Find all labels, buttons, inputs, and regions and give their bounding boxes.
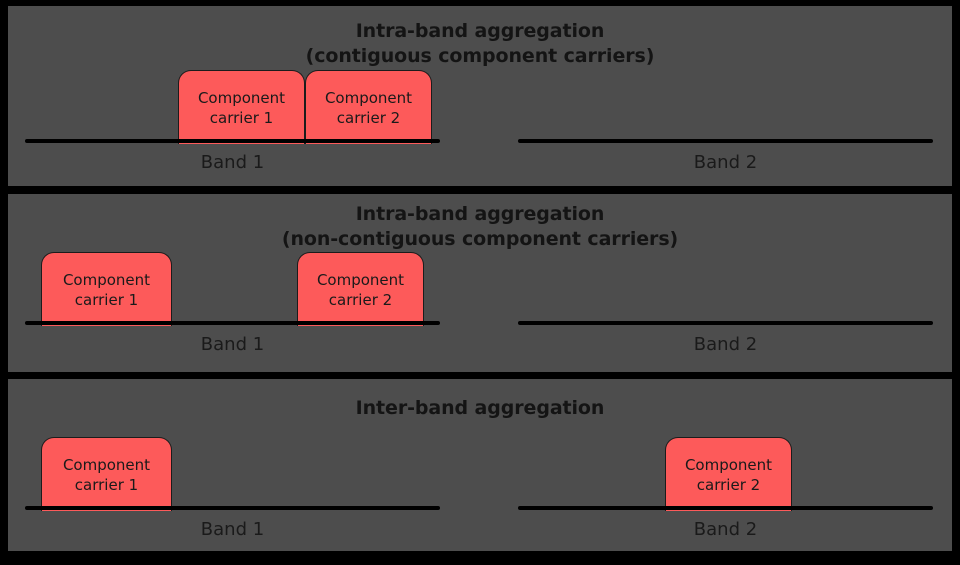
panel-title-line-2: (non-contiguous component carriers) — [281, 228, 679, 250]
carrier-label-line-1: Component — [324, 88, 413, 107]
component-carrier-block[interactable]: Component carrier 1 — [178, 70, 305, 144]
carrier-label-line-1: Component — [316, 270, 405, 289]
panel-inter-band: Inter-band aggregation Component carrier… — [8, 379, 952, 551]
carrier-label-line-2: carrier 1 — [74, 475, 139, 494]
panel-intra-band-contiguous: Intra-band aggregation (contiguous compo… — [8, 6, 952, 186]
panel-title: Intra-band aggregation (non-contiguous c… — [8, 202, 952, 252]
carrier-label-line-2: carrier 2 — [336, 108, 401, 127]
carrier-label-line-2: carrier 2 — [328, 290, 393, 309]
band-axis-line — [518, 321, 933, 325]
band-label: Band 1 — [200, 152, 265, 173]
panel-title-line-1: Inter-band aggregation — [355, 397, 605, 419]
component-carrier-block[interactable]: Component carrier 2 — [297, 252, 424, 326]
carrier-label-line-2: carrier 1 — [209, 108, 274, 127]
component-carrier-block[interactable]: Component carrier 1 — [41, 437, 172, 511]
band-label: Band 2 — [693, 519, 758, 540]
carrier-label-line-2: carrier 1 — [74, 290, 139, 309]
band-label: Band 1 — [200, 334, 265, 355]
panel-title-line-2: (contiguous component carriers) — [305, 45, 655, 67]
band-axis-line — [25, 139, 440, 143]
band-axis-line — [25, 321, 440, 325]
band-axis-line — [518, 139, 933, 143]
panel-title: Intra-band aggregation (contiguous compo… — [8, 19, 952, 69]
panel-title-line-1: Intra-band aggregation — [355, 20, 605, 42]
panel-title-line-1: Intra-band aggregation — [355, 203, 605, 225]
carrier-label-line-1: Component — [197, 88, 286, 107]
band-label: Band 1 — [200, 519, 265, 540]
carrier-label-line-1: Component — [684, 455, 773, 474]
band-label: Band 2 — [693, 334, 758, 355]
component-carrier-block[interactable]: Component carrier 2 — [305, 70, 432, 144]
band-axis-line — [518, 506, 933, 510]
component-carrier-block[interactable]: Component carrier 1 — [41, 252, 172, 326]
panel-title: Inter-band aggregation — [8, 396, 952, 421]
component-carrier-block[interactable]: Component carrier 2 — [665, 437, 792, 511]
carrier-label-line-1: Component — [62, 270, 151, 289]
band-label: Band 2 — [693, 152, 758, 173]
panel-intra-band-non-contiguous: Intra-band aggregation (non-contiguous c… — [8, 194, 952, 372]
band-axis-line — [25, 506, 440, 510]
carrier-label-line-1: Component — [62, 455, 151, 474]
carrier-label-line-2: carrier 2 — [696, 475, 761, 494]
